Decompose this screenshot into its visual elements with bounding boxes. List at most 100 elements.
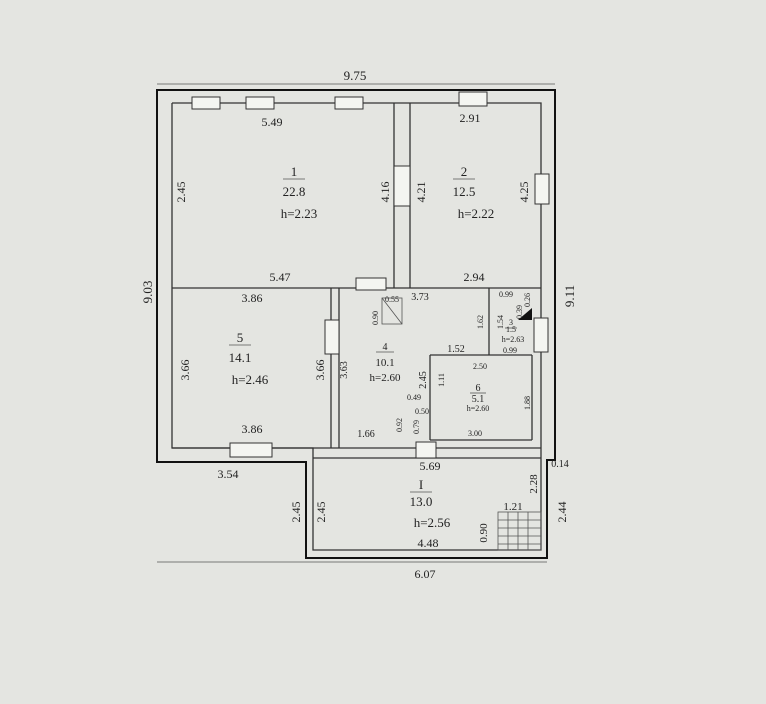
room-4-area: 10.1 xyxy=(375,357,394,369)
dim-r5-left: 3.66 xyxy=(178,360,192,381)
room-4-dimensions: 3.73 3.63 1.66 1.52 0.55 0.90 0.92 xyxy=(339,292,465,440)
dim-r4-small-b: 0.90 xyxy=(371,311,380,325)
dim-r1-top: 5.49 xyxy=(262,115,283,129)
dim-r3-bottom: 0.99 xyxy=(503,346,517,355)
room-6-number: 6 xyxy=(476,383,481,394)
dim-stair-depth: 0.90 xyxy=(478,523,490,543)
dim-r4-inner: 1.52 xyxy=(447,344,465,355)
dim-r6-right: 1.88 xyxy=(523,396,532,410)
dim-r3-right: 1.54 xyxy=(496,315,505,329)
dim-r2-bottom: 2.94 xyxy=(464,270,485,284)
room-6: 6 5.1 h=2.60 xyxy=(467,383,490,413)
room-2-dimensions: 2.91 2.94 4.21 4.25 xyxy=(414,111,531,284)
outer-dimensions: 9.75 9.03 9.11 6.07 3.54 2.45 2.44 0.14 xyxy=(140,68,577,581)
dim-r4-top: 3.73 xyxy=(411,292,429,303)
room-3-area: 1.5 xyxy=(506,325,516,334)
dim-r4-left: 3.63 xyxy=(339,361,350,379)
fixture-box xyxy=(381,297,403,325)
dim-r1-right: 4.16 xyxy=(378,182,392,203)
dim-rI-bottom: 4.48 xyxy=(418,536,439,550)
room-3-height: h=2.63 xyxy=(502,335,525,344)
room-5-number: 5 xyxy=(237,330,244,345)
room-fraction-lines xyxy=(229,178,517,493)
room-1-height: h=2.23 xyxy=(281,206,318,221)
window-6 xyxy=(229,442,273,458)
window-4 xyxy=(458,91,488,107)
room-5: 5 14.1 h=2.46 xyxy=(229,330,269,387)
windows xyxy=(191,91,550,459)
dim-r6-b: 0.49 xyxy=(407,393,421,402)
room-I-height: h=2.56 xyxy=(414,515,451,530)
window-3 xyxy=(334,96,364,110)
room-2-number: 2 xyxy=(461,164,468,179)
dim-rI-top: 5.69 xyxy=(420,459,441,473)
room-5-dimensions: 3.86 3.86 3.66 3.66 xyxy=(178,291,327,436)
dim-left-overall: 9.03 xyxy=(140,281,155,304)
room-3-dimensions: 0.99 0.99 1.62 1.54 0.26 0.39 xyxy=(476,290,532,355)
dim-annex-step: 0.14 xyxy=(551,459,569,470)
door-3 xyxy=(415,441,437,459)
room-4: 4 10.1 h=2.60 xyxy=(370,342,401,384)
dimension-lines xyxy=(157,83,555,563)
room-1-area: 22.8 xyxy=(283,184,306,199)
dim-rI-left: 2.45 xyxy=(314,502,328,523)
dim-r6-c: 0.50 xyxy=(415,407,429,416)
dim-r5-top: 3.86 xyxy=(242,291,263,305)
room-1-dimensions: 5.49 5.47 2.45 4.16 xyxy=(174,115,392,284)
room-3-number: 3 xyxy=(509,318,513,327)
dim-r2-left: 4.21 xyxy=(414,182,428,203)
dim-r6-a: 1.11 xyxy=(437,373,446,387)
dim-r4-small-a: 0.55 xyxy=(385,295,399,304)
dim-annex-right-outer: 2.44 xyxy=(555,502,569,523)
dim-right-overall: 9.11 xyxy=(562,285,577,307)
room-I-area: 13.0 xyxy=(410,494,433,509)
room-2-height: h=2.22 xyxy=(458,206,495,221)
dim-r6-left: 2.45 xyxy=(418,371,429,389)
room-1-number: 1 xyxy=(291,164,298,179)
triangle-fixture xyxy=(518,308,532,320)
room-3: 3 1.5 h=2.63 xyxy=(502,318,525,344)
dim-r3-top: 0.99 xyxy=(499,290,513,299)
dim-r6-bottom: 3.00 xyxy=(468,429,482,438)
room-6-dimensions: 2.50 3.00 1.88 2.45 1.11 0.49 0.50 0.79 xyxy=(407,362,532,438)
dim-r2-right: 4.25 xyxy=(517,182,531,203)
room-2-area: 12.5 xyxy=(453,184,476,199)
dim-r1-bottom: 5.47 xyxy=(270,270,291,284)
dim-bottom-left: 3.54 xyxy=(218,467,239,481)
room-I-number: I xyxy=(419,477,423,492)
dim-r1-left: 2.45 xyxy=(174,182,188,203)
dim-annex-left-outer: 2.45 xyxy=(289,502,303,523)
window-2 xyxy=(245,96,275,110)
window-1 xyxy=(191,96,221,110)
dim-r5-right: 3.66 xyxy=(313,360,327,381)
dim-r5-bottom: 3.86 xyxy=(242,422,263,436)
fixtures xyxy=(381,297,532,325)
door-4 xyxy=(355,277,387,291)
dim-bottom-annex: 6.07 xyxy=(415,567,436,581)
stairs xyxy=(497,511,542,551)
dim-stair-width: 1.21 xyxy=(503,501,522,513)
window-5 xyxy=(534,173,550,205)
room-1: 1 22.8 h=2.23 xyxy=(281,164,318,221)
room-5-area: 14.1 xyxy=(229,350,252,365)
dim-r4-small-c: 0.92 xyxy=(395,418,404,432)
dim-r4-bottom: 1.66 xyxy=(357,429,375,440)
dim-r3-left: 1.62 xyxy=(476,315,485,329)
door-5 xyxy=(533,317,549,353)
door-2 xyxy=(324,319,340,355)
dim-top-overall: 9.75 xyxy=(344,68,367,83)
room-6-height: h=2.60 xyxy=(467,404,490,413)
dim-r2-top: 2.91 xyxy=(460,111,481,125)
dim-r3-a: 0.26 xyxy=(523,293,532,307)
room-5-height: h=2.46 xyxy=(232,372,269,387)
dim-r3-b: 0.39 xyxy=(515,305,524,319)
room-I: I 13.0 h=2.56 xyxy=(410,477,451,530)
room-4-number: 4 xyxy=(383,342,388,353)
room-2: 2 12.5 h=2.22 xyxy=(453,164,495,221)
dim-rI-right: 2.28 xyxy=(528,474,540,494)
room-6-area: 5.1 xyxy=(472,394,485,405)
dim-r6-d: 0.79 xyxy=(412,420,421,434)
room-I-dimensions: 5.69 2.45 2.28 4.48 1.21 0.90 xyxy=(314,459,540,550)
dim-r6-top: 2.50 xyxy=(473,362,487,371)
